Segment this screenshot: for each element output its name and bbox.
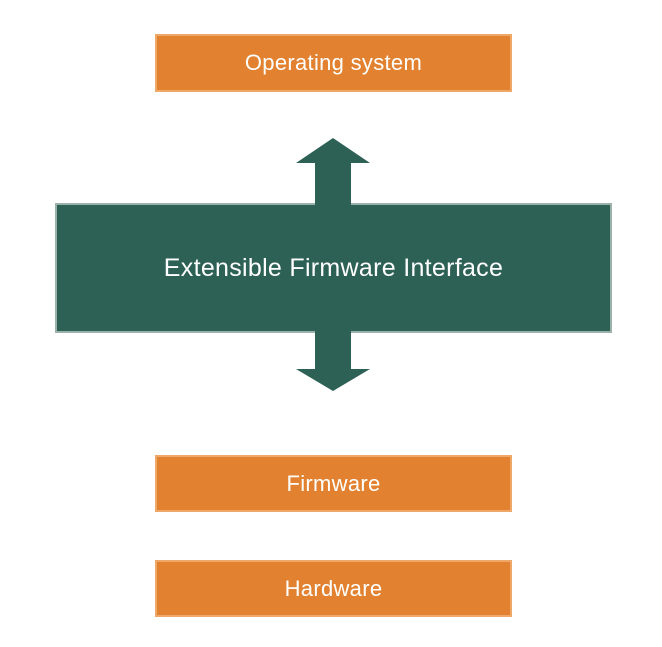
arrow-down-icon [296,330,370,391]
node-efi-label: Extensible Firmware Interface [163,253,504,282]
node-hardware-label: Hardware [284,575,383,601]
node-firmware: Firmware [155,455,512,512]
node-firmware-label: Firmware [286,470,381,496]
node-hardware: Hardware [155,560,512,617]
arrow-up-icon [296,138,370,205]
node-operating-system: Operating system [155,34,512,92]
node-efi: Extensible Firmware Interface [55,203,612,333]
node-operating-system-label: Operating system [244,50,423,75]
